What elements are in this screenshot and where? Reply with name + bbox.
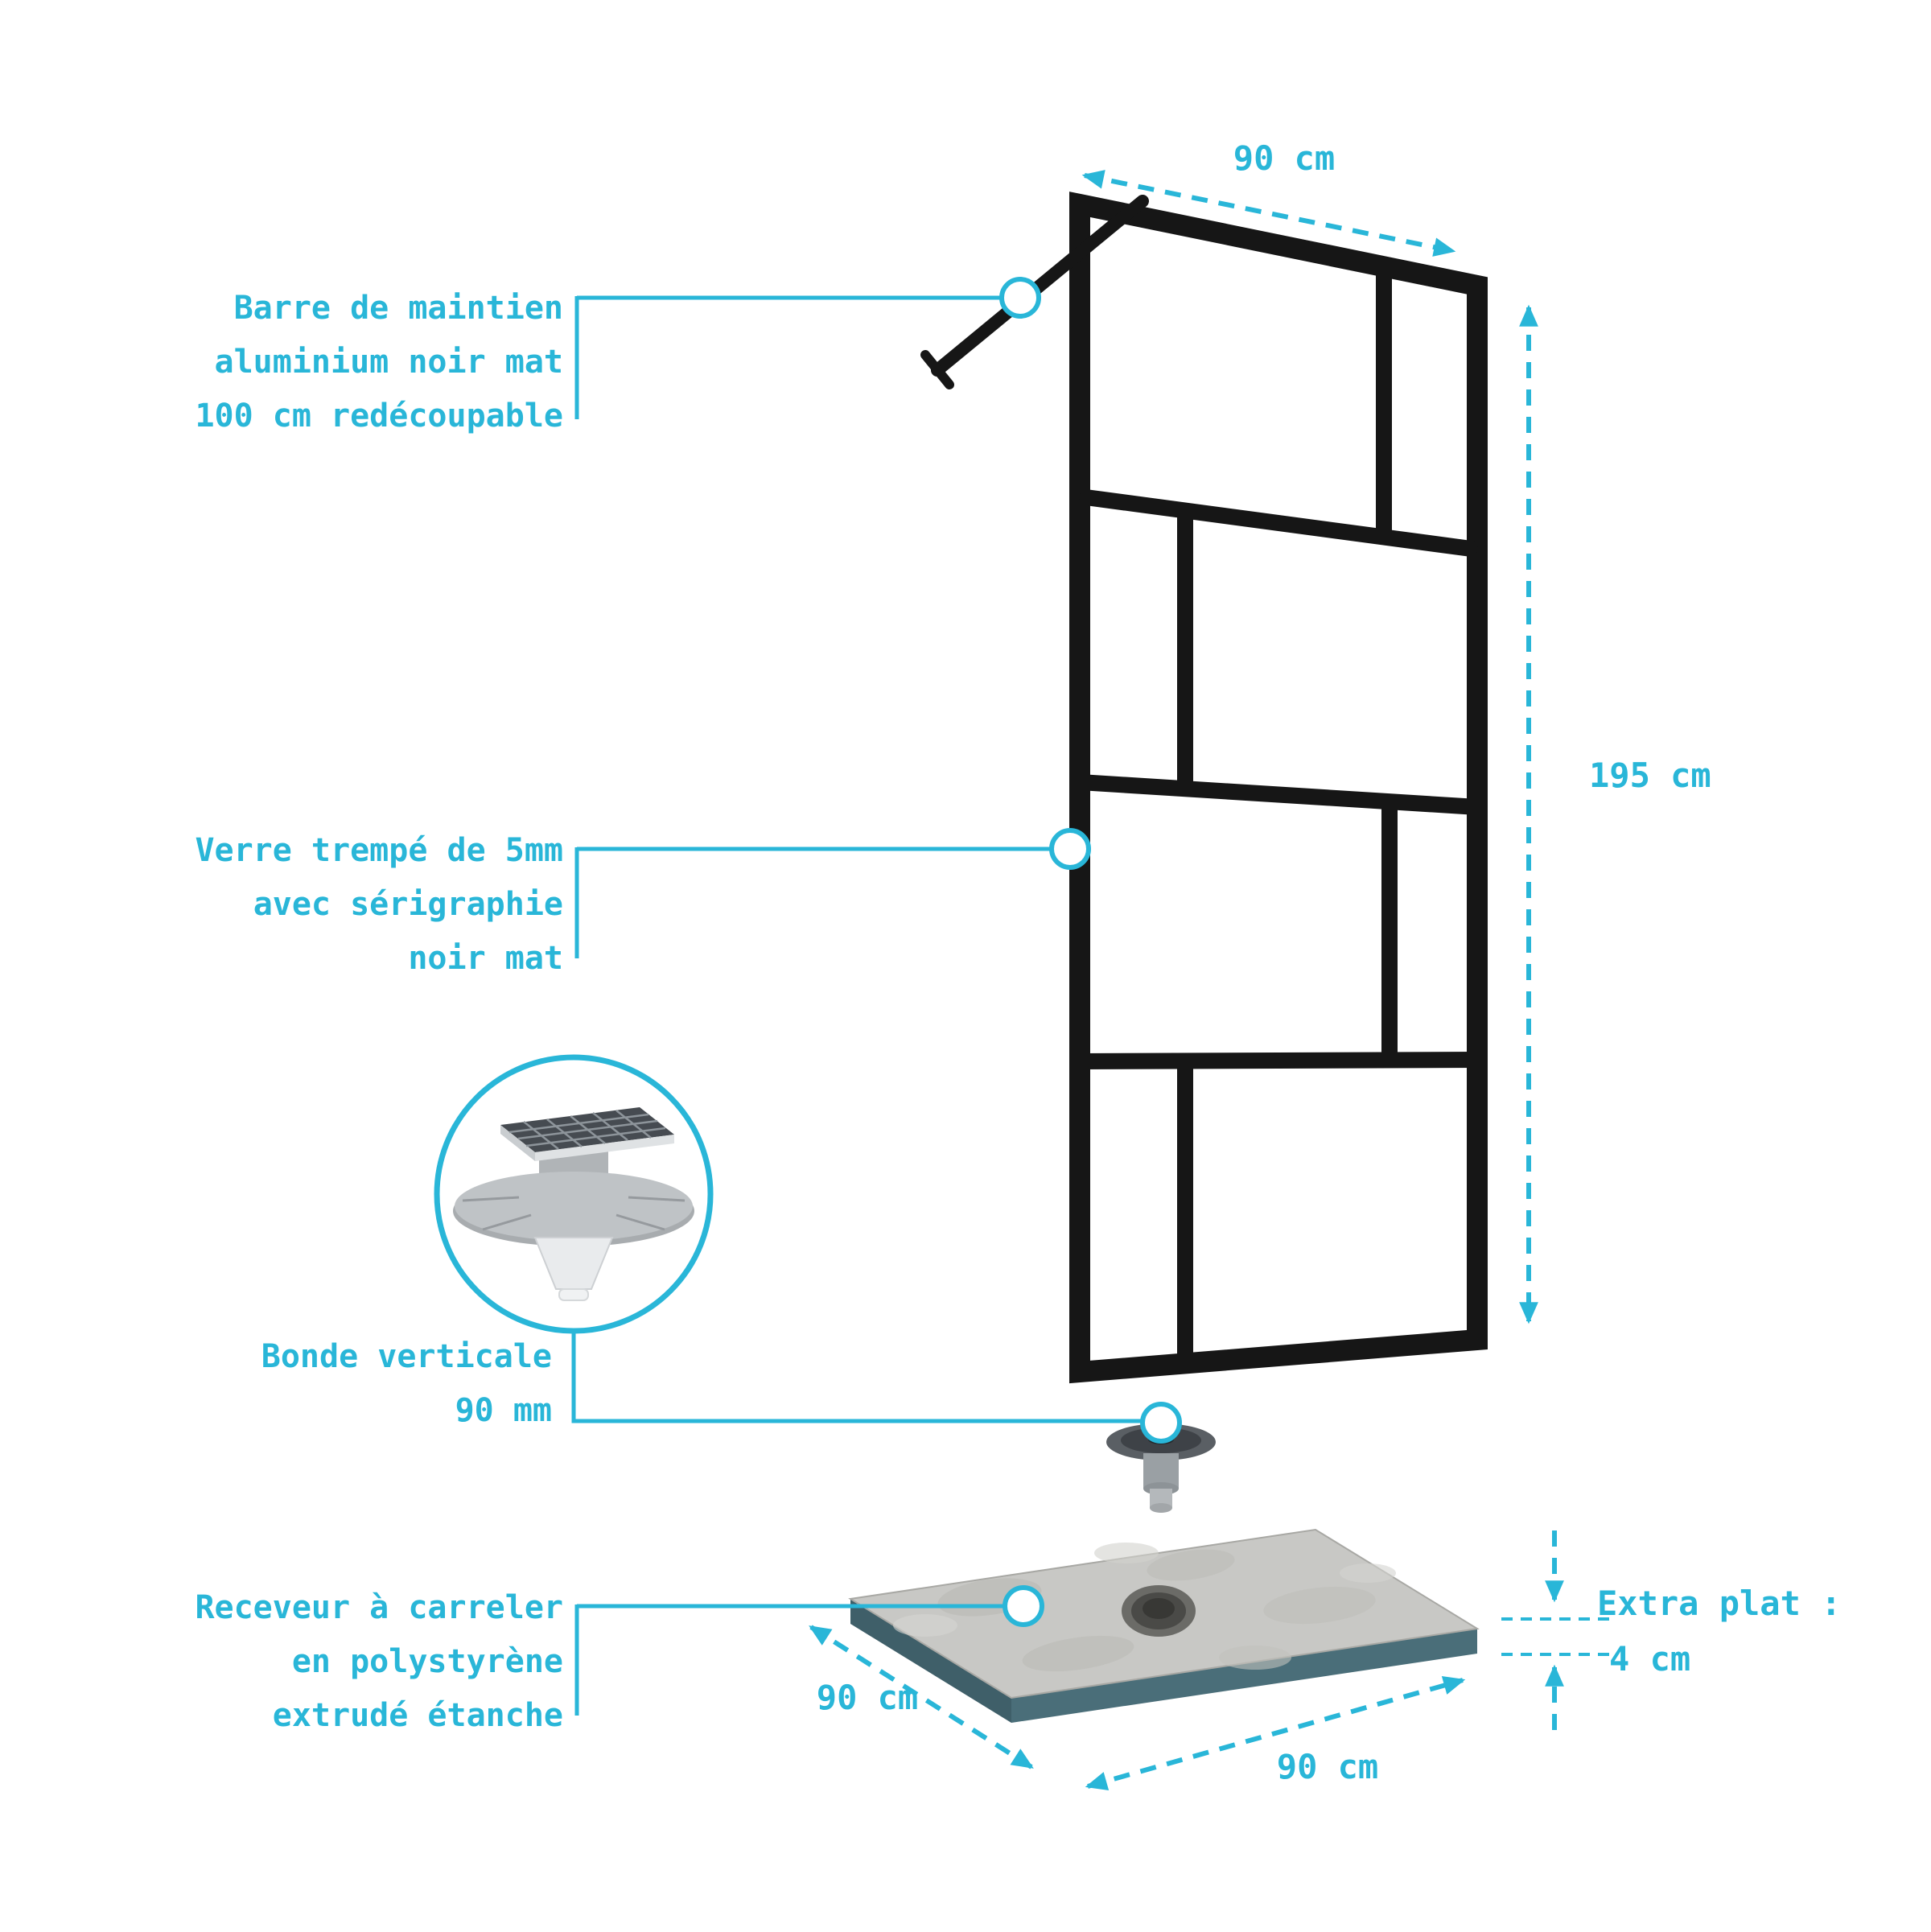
annotation-line: Bonde verticale — [261, 1338, 552, 1375]
tray-drain-hole — [1122, 1585, 1196, 1637]
annotation-drain: Bonde verticale 90 mm — [261, 1330, 552, 1438]
drain-inset — [434, 1054, 714, 1334]
annotation-line: noir mat — [408, 940, 563, 977]
marker-tray — [1003, 1585, 1044, 1627]
support-bar-wall-cap — [920, 350, 954, 389]
annotation-line: Receveur à carreler — [195, 1589, 563, 1626]
dimension-arrows — [809, 170, 1612, 1790]
annotation-line: 90 mm — [455, 1392, 552, 1429]
annotation-line: Barre de maintien — [233, 290, 563, 327]
dim-thickness-value: 4 cm — [1609, 1639, 1691, 1679]
marker-drain — [1140, 1402, 1182, 1444]
annotation-glass: Verre trempé de 5mm avec sérigraphie noi… — [195, 824, 563, 986]
annotation-line: extrudé étanche — [272, 1697, 563, 1734]
callout-lines — [571, 295, 1161, 1716]
callout-line-drain — [571, 1331, 1161, 1423]
marker-bar — [999, 277, 1041, 319]
annotation-bar: Barre de maintien aluminium noir mat 100… — [195, 282, 563, 443]
panel-width-arrow — [1081, 170, 1456, 257]
annotation-line: en polystyrène — [291, 1643, 563, 1680]
annotation-line: aluminium noir mat — [214, 344, 563, 381]
shower-tray — [848, 1528, 1480, 1723]
shower-panel — [1069, 192, 1488, 1384]
annotation-tray: Receveur à carreler en polystyrène extru… — [195, 1581, 563, 1743]
panel-mullions — [1078, 266, 1479, 1363]
annotation-line: avec sérigraphie — [253, 886, 563, 923]
support-bar — [920, 195, 1149, 389]
dim-panel-width: 90 cm — [1233, 138, 1336, 178]
dim-tray-width: 90 cm — [1276, 1747, 1379, 1786]
drain-grate-grid — [508, 1110, 666, 1150]
tray-side-left — [850, 1599, 1011, 1723]
dim-panel-height: 195 cm — [1589, 756, 1711, 795]
dim-thickness-label: Extra plat : — [1597, 1584, 1842, 1623]
tray-side-right — [1011, 1629, 1477, 1723]
marker-glass — [1049, 828, 1091, 870]
callout-markers — [999, 277, 1182, 1627]
drain-cup — [533, 1237, 614, 1290]
dim-tray-depth: 90 cm — [816, 1678, 919, 1717]
tray-width-arrow — [1085, 1676, 1466, 1790]
annotation-line: 100 cm redécoupable — [195, 398, 563, 435]
annotation-line: Verre trempé de 5mm — [195, 832, 563, 869]
